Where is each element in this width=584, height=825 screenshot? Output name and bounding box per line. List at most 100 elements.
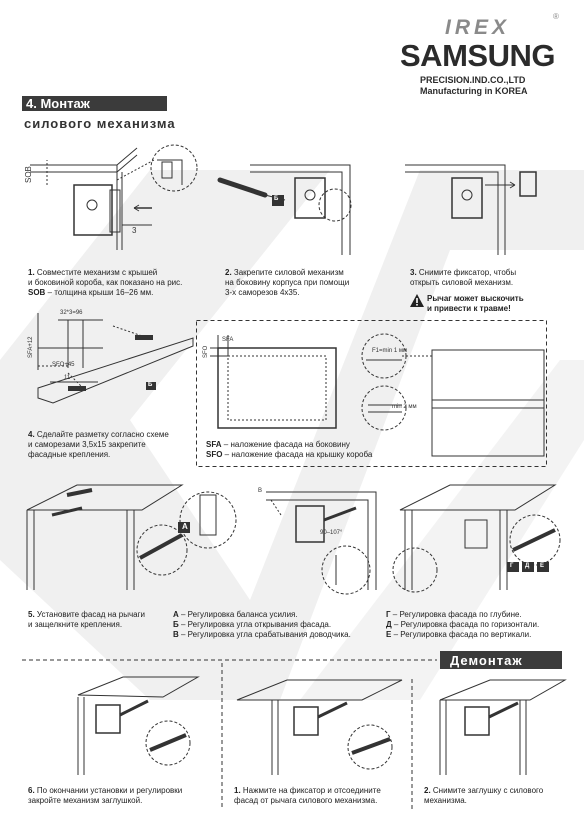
adj-d-text: – Регулировка фасада по горизонтали. (391, 620, 540, 629)
step3-illustration (405, 164, 537, 255)
step6-caption: 6. По окончании установки и регулировки … (28, 786, 182, 806)
step5-number: 5. (28, 610, 35, 619)
step1-illustration (30, 144, 198, 250)
step5-text-2: и защелкните крепления. (28, 620, 123, 629)
step4-text-2: и саморезами 3,5х15 закрепите (28, 440, 146, 449)
dim-top-label: 32*3=96 (60, 310, 83, 316)
company-line-2: Manufacturing in KOREA (420, 86, 528, 96)
letter-d: Д (525, 563, 530, 569)
sfo-label: SFO (203, 345, 209, 358)
overlay-scheme (196, 320, 547, 467)
step2-text-3: 3-х саморезов 4х35. (225, 288, 300, 297)
sfa-desc: – наложение фасада на боковину (221, 440, 350, 449)
adj-v-key: В (173, 630, 179, 639)
step1-number: 1. (28, 268, 35, 277)
adj-e-key: Е (386, 630, 392, 639)
step3-caption: 3. Снимите фиксатор, чтобы открыть силов… (410, 268, 516, 288)
removal2-text-2: механизма. (424, 796, 467, 805)
section-title: 4. Монтаж (26, 96, 90, 111)
angle-label: 90–107° (320, 530, 343, 536)
removal-dividers (22, 659, 437, 809)
adjustment-illustration (178, 491, 377, 595)
brand-irex: IREX (445, 16, 511, 39)
removal-title-bar (440, 651, 562, 669)
step2-illustration (217, 164, 352, 255)
letter-v: В (258, 488, 263, 494)
letter-g: Г (510, 563, 514, 569)
step5-text-1: Установите фасад на рычаги (34, 610, 145, 619)
registered-mark: ® (553, 12, 559, 21)
removal1-caption: 1. Нажмите на фиксатор и отсоедините фас… (234, 786, 381, 806)
removal2-text-1: Снимите заглушку с силового (430, 786, 544, 795)
section-subtitle: силового механизма (24, 116, 176, 131)
step5-illustration (26, 484, 188, 590)
step2-number: 2. (225, 268, 232, 277)
step4-number: 4. (28, 430, 35, 439)
step2-text-2: на боковину корпуса при помощи (225, 278, 350, 287)
step4-caption: 4. Сделайте разметку согласно схеме и са… (28, 430, 169, 460)
dim-3-label: 3 (132, 226, 137, 235)
adj-g-key: Г (386, 610, 391, 619)
removal2-number: 2. (424, 786, 431, 795)
sob-label: SOB (24, 166, 33, 183)
letter-b2: Б (148, 382, 153, 388)
letter-a: A (182, 522, 188, 531)
sfa12-label: SFA+12 (28, 336, 34, 358)
adj-b-text: – Регулировка угла открывания фасада. (178, 620, 332, 629)
adj-d-key: Д (386, 620, 392, 629)
section-title-bar (22, 96, 167, 111)
step1-caption: 1. Совместите механизм с крышей и бокови… (28, 268, 182, 298)
step3-number: 3. (410, 268, 417, 277)
step4-text-1: Сделайте разметку согласно схеме (34, 430, 169, 439)
removal2-caption: 2. Снимите заглушку с силового механизма… (424, 786, 543, 806)
step3-warning: Рычаг может выскочить и привести к травм… (427, 294, 524, 314)
removal1-number: 1. (234, 786, 241, 795)
removal1-illustration (236, 679, 403, 775)
overlay-legend: SFA – наложение фасада на боковину SFO –… (206, 440, 372, 460)
step4-illustration (37, 313, 194, 404)
min2-label: min 2 мм (392, 404, 417, 410)
warning-icon (410, 294, 424, 307)
sfa-key: SFA (206, 440, 222, 449)
step6-text-2: закройте механизм заглушкой. (28, 796, 143, 805)
step2-caption: 2. Закрепите силовой механизм на боковин… (225, 268, 349, 298)
step6-number: 6. (28, 786, 35, 795)
step3-text-1: Снимите фиксатор, чтобы (416, 268, 517, 277)
step3-warning-1: Рычаг может выскочить (427, 294, 524, 303)
removal1-text-2: фасад от рычага силового механизма. (234, 796, 378, 805)
adj-v-text: – Регулировка угла срабатывания доводчик… (178, 630, 351, 639)
f1-label: F1=min 1 мм (372, 348, 408, 354)
step1-text-2: и боковиной короба, как показано на рис. (28, 278, 183, 287)
step3-warning-2: и привести к травме! (427, 304, 511, 313)
adj-a-text: – Регулировка баланса усилия. (178, 610, 298, 619)
adjustments-g-e: Г – Регулировка фасада по глубине. Д – Р… (386, 610, 539, 640)
screw-letter: Б (274, 196, 279, 202)
letter-e: Е (540, 563, 545, 569)
adj-g-text: – Регулировка фасада по глубине. (390, 610, 522, 619)
step6-illustration (77, 676, 200, 775)
removal1-text-1: Нажмите на фиксатор и отсоедините (240, 786, 381, 795)
sfo-key: SFO (206, 450, 223, 459)
adj-a-key: А (173, 610, 179, 619)
step1-text-3: – толщина крыши 16–26 мм. (45, 288, 154, 297)
adj-b-key: Б (173, 620, 179, 629)
adjustments-a-v: А – Регулировка баланса усилия. Б – Регу… (173, 610, 351, 640)
step3-text-2: открыть силовой механизм. (410, 278, 514, 287)
brand-samsung: SAMSUNG (400, 38, 555, 73)
sfa-label: SFA (222, 337, 234, 343)
step5b-illustration (392, 484, 561, 593)
dim-small-label: 11 (64, 375, 71, 381)
step6-text-1: По окончании установки и регулировки (34, 786, 183, 795)
adj-e-text: – Регулировка фасада по вертикали. (391, 630, 532, 639)
sfo-desc: – наложение фасада на крышку короба (222, 450, 373, 459)
step2-text-1: Закрепите силовой механизм (231, 268, 344, 277)
step4-text-3: фасадные крепления. (28, 450, 111, 459)
company-info: PRECISION.IND.CO.,LTD Manufacturing in K… (420, 75, 528, 97)
step1-sob: SOB (28, 288, 46, 297)
step5-caption: 5. Установите фасад на рычаги и защелкни… (28, 610, 145, 630)
sfo45-label: SFO+45 (52, 362, 75, 368)
removal2-illustration (439, 679, 567, 775)
step1-text-1: Совместите механизм с крышей (34, 268, 158, 277)
removal-title: Демонтаж (450, 653, 523, 668)
